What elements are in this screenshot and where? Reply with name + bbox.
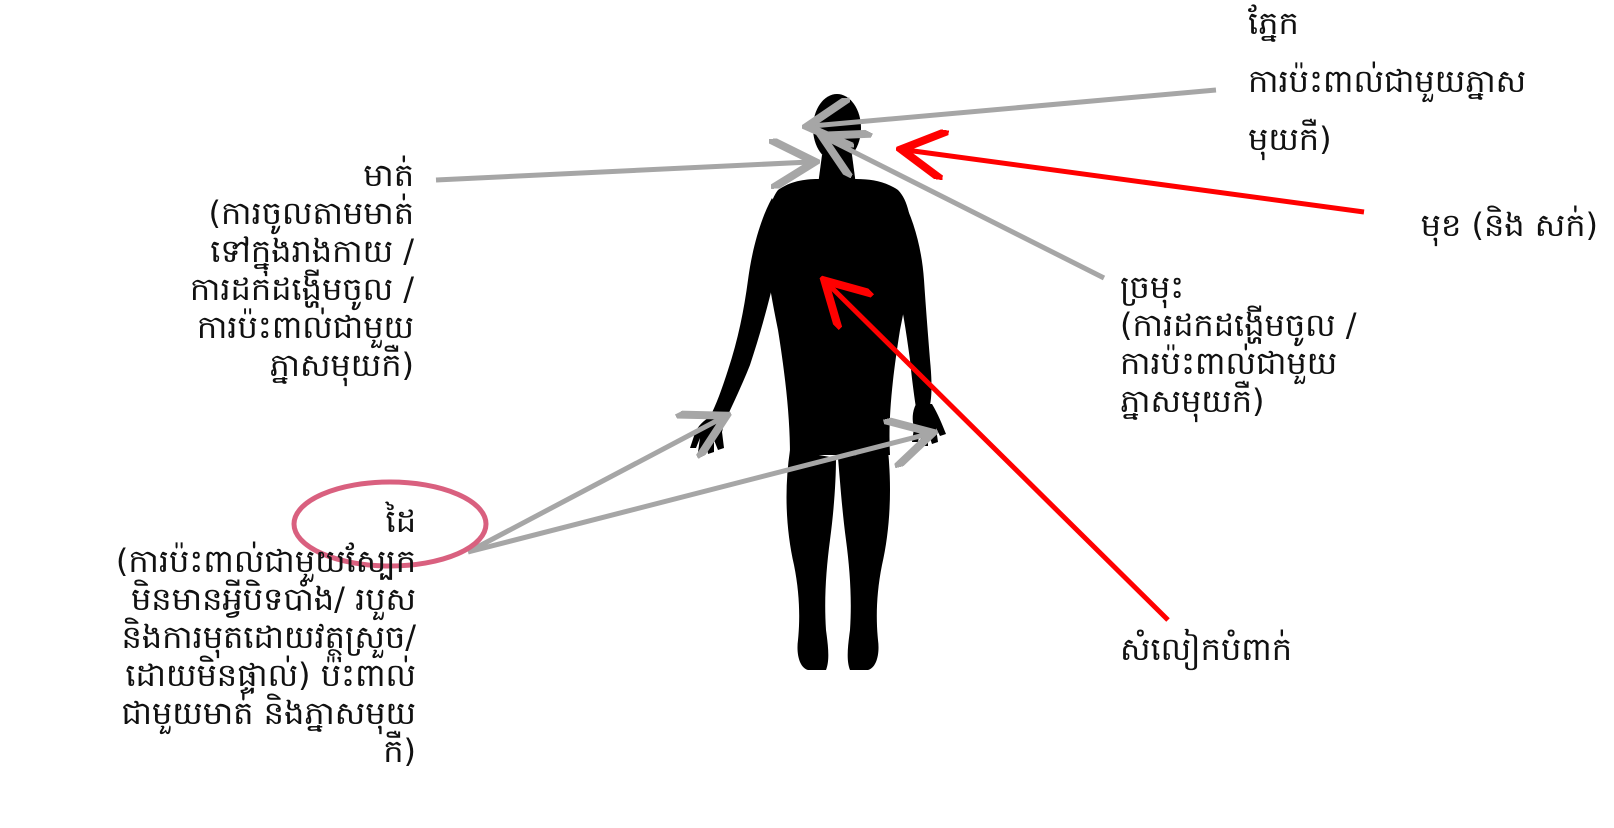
label-nose: ច្រមុះ (ការដកដង្ហើមចូល / ការប៉ះពាល់ជាមួយ… [1120, 268, 1357, 420]
label-eyes-desc-line: មុយកឺ) [1248, 120, 1526, 158]
label-hands-title: ដៃ [116, 502, 416, 540]
label-nose-desc-line: (ការដកដង្ហើមចូល / [1120, 306, 1357, 344]
label-hands-desc-line: (ការប៉ះពាល់ជាមួយស្បែក [116, 542, 416, 580]
label-hands-desc-line: ដោយមិនផ្ទាល់) ប៉ះពាល់ [116, 656, 416, 694]
label-hands-desc-line: និងការមុតដោយវត្ថុស្រួច/ [116, 618, 416, 656]
silhouette-left-leg [787, 450, 836, 670]
arrow-mouth [436, 162, 810, 180]
label-eyes-desc-line: ការប៉ះពាល់ជាមួយភ្នាស [1248, 62, 1526, 100]
label-face: មុខ (និង សក់) [1421, 206, 1598, 244]
label-clothes-title: សំលៀកបំពាក់ [1120, 630, 1292, 668]
label-hands-desc-line: កឺ) [116, 732, 416, 770]
arrow-left-hand [468, 418, 722, 552]
label-mouth-desc-line: (ការចូលតាមមាត់ [190, 194, 414, 232]
label-mouth-desc-line: ទៅក្នុងរាងកាយ / [190, 232, 414, 270]
label-mouth-desc-line: ភ្នាសមុយកឺ) [190, 346, 414, 384]
silhouette-right-hand [912, 404, 946, 446]
silhouette-right-leg [838, 450, 890, 670]
label-face-title: មុខ (និង សក់) [1421, 206, 1598, 244]
label-hands-desc-line: មិនមានអ្វីបិទបាំង/ របួស [116, 580, 416, 618]
label-eyes: ភ្នែក ការប៉ះពាល់ជាមួយភ្នាស មុយកឺ) [1248, 4, 1526, 158]
arrow-face [906, 150, 1364, 212]
label-clothes: សំលៀកបំពាក់ [1120, 630, 1292, 668]
label-hands: ដៃ (ការប៉ះពាល់ជាមួយស្បែក មិនមានអ្វីបិទបា… [116, 502, 416, 770]
label-nose-desc-line: ការប៉ះពាល់ជាមួយ [1120, 344, 1357, 382]
label-hands-desc-line: ជាមួយមាត់ និងភ្នាសមុយ [116, 694, 416, 732]
label-mouth-desc-line: ការប៉ះពាល់ជាមួយ [190, 308, 414, 346]
label-nose-title: ច្រមុះ [1120, 268, 1357, 306]
label-mouth-title: មាត់ [190, 156, 414, 194]
label-mouth-desc-line: ការដកដង្ហើមចូល / [190, 270, 414, 308]
silhouette-left-arm [708, 198, 784, 428]
label-mouth: មាត់ (ការចូលតាមមាត់ ទៅក្នុងរាងកាយ / ការដ… [190, 156, 414, 384]
label-eyes-title: ភ្នែក [1248, 4, 1526, 42]
label-nose-desc-line: ភ្នាសមុយកឺ) [1120, 382, 1357, 420]
arrow-eyes [812, 90, 1216, 126]
